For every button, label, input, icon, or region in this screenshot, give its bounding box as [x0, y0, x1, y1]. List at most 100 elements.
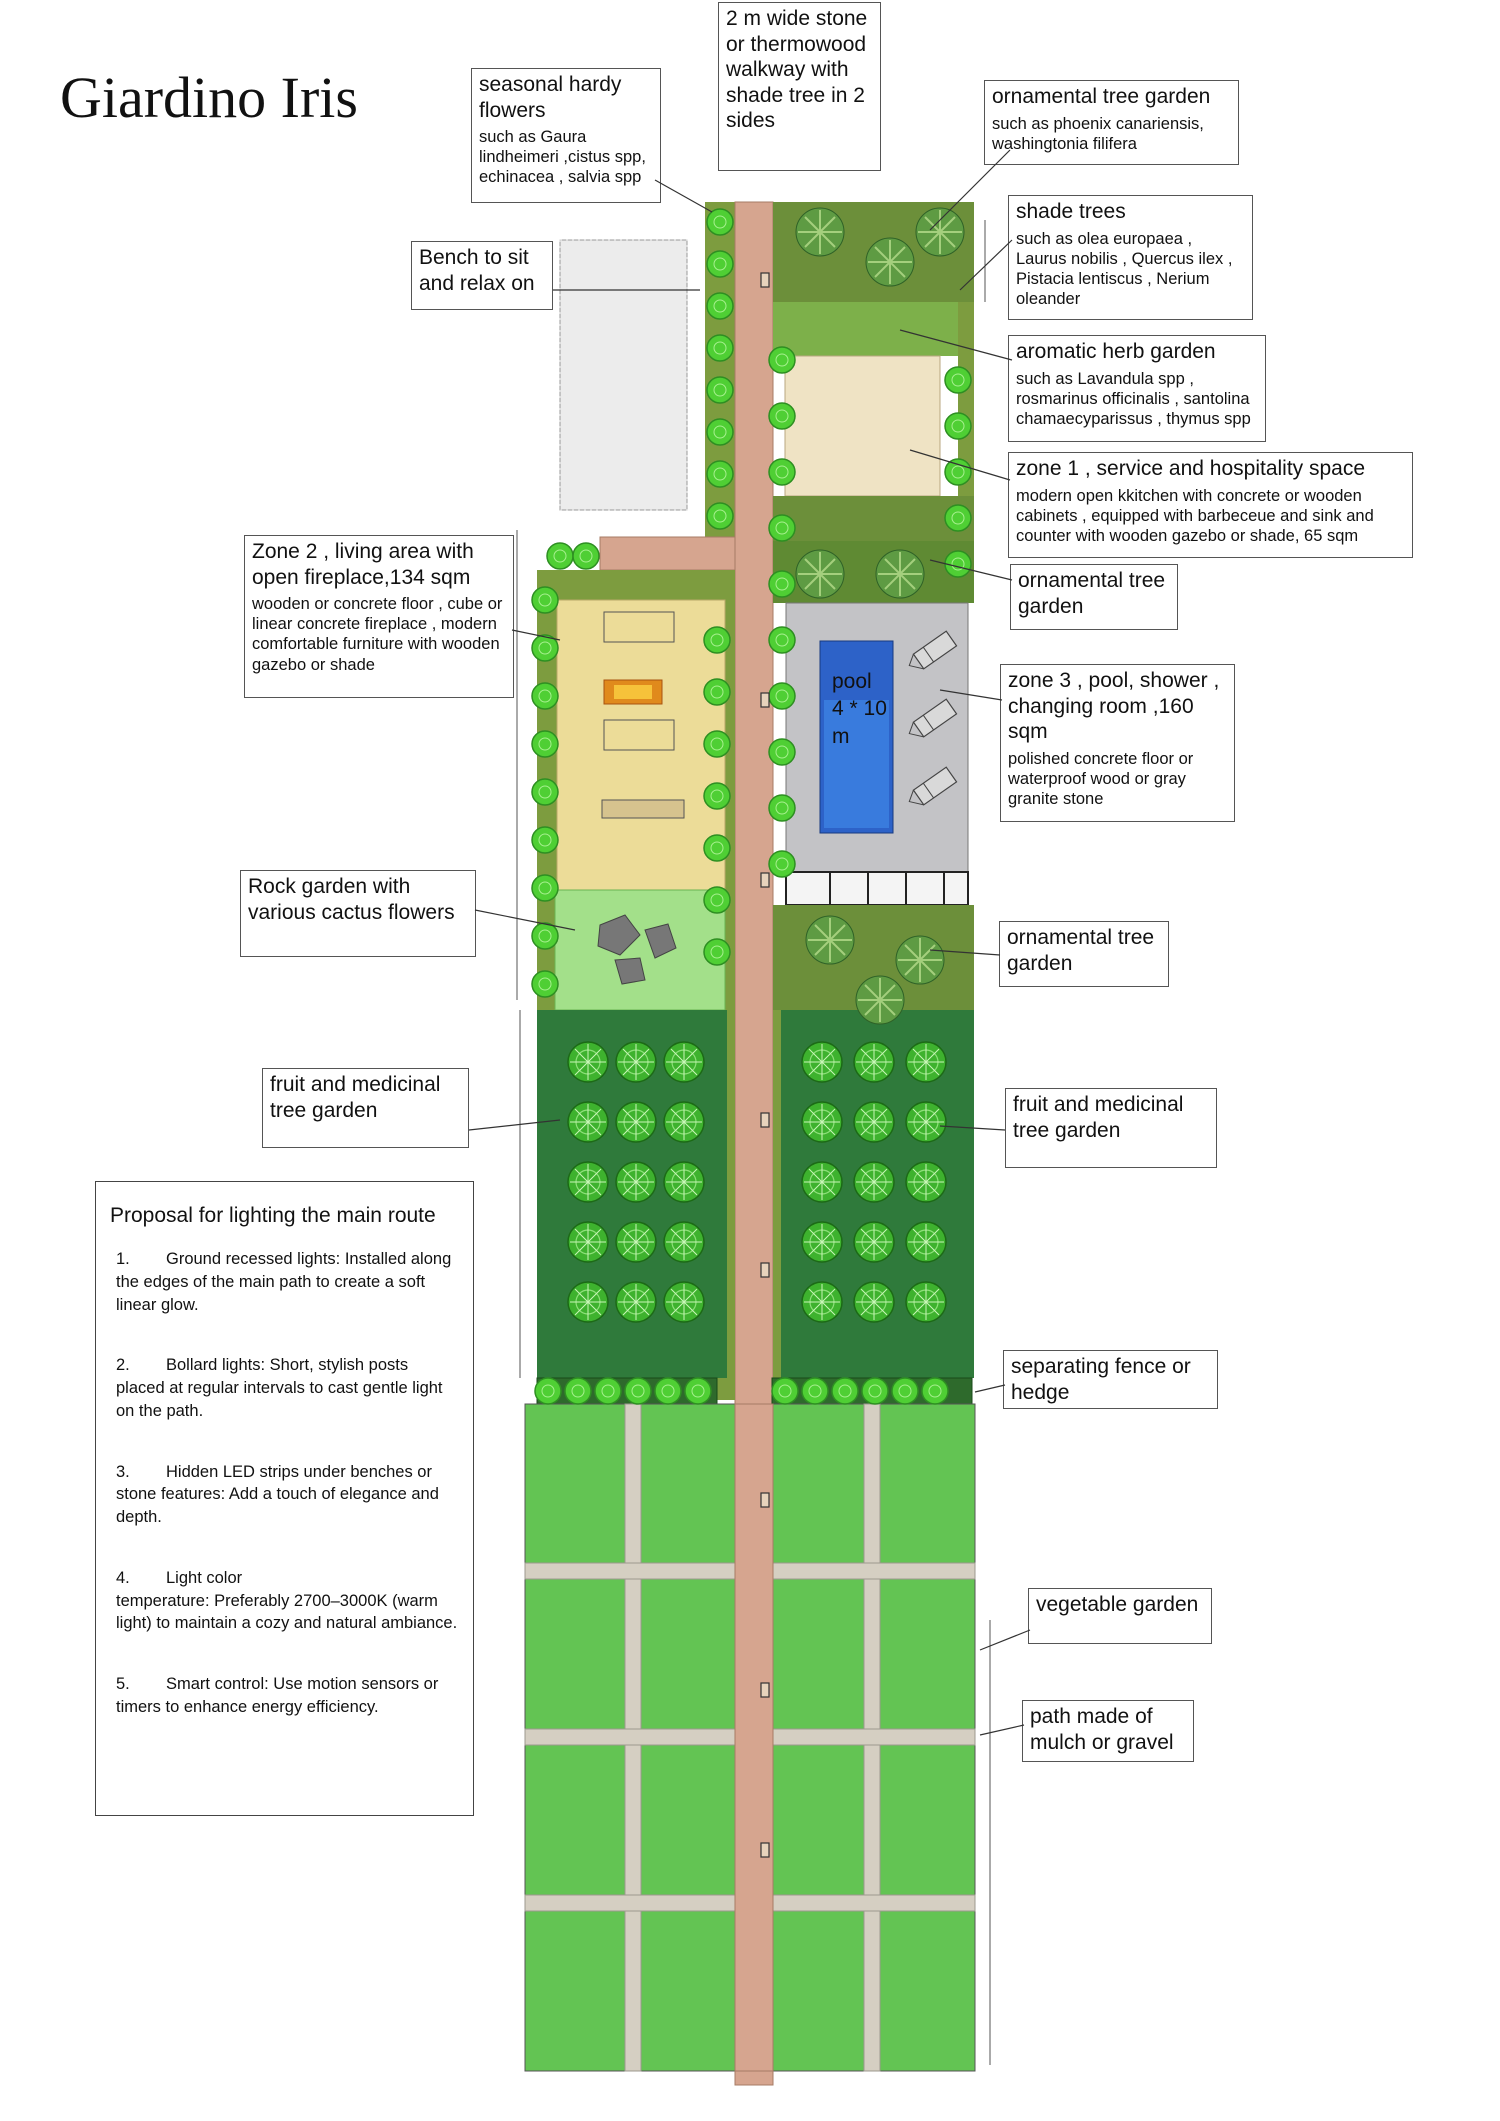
tree-canopy-icon [944, 412, 972, 440]
bench-icon [760, 1112, 770, 1128]
label-vegetable-title: vegetable garden [1036, 1593, 1199, 1616]
tree-canopy-icon [531, 970, 559, 998]
tree-canopy-icon [572, 542, 600, 570]
label-fruit-left: fruit and medicinal tree garden [262, 1068, 469, 1148]
tree-canopy-icon [703, 730, 731, 758]
tree-canopy-icon [853, 1041, 895, 1083]
tree-canopy-icon [684, 1377, 712, 1405]
tree-canopy-icon [921, 1377, 949, 1405]
label-bench: Bench to sit and relax on [411, 241, 553, 310]
tree-canopy-icon [706, 250, 734, 278]
tree-canopy-icon [663, 1101, 705, 1143]
tree-canopy-icon [703, 678, 731, 706]
tree-canopy-icon [703, 834, 731, 862]
tree-canopy-icon [703, 626, 731, 654]
proposal-item: 1.Ground recessed lights: Installed alon… [116, 1248, 459, 1316]
tree-canopy-icon [944, 366, 972, 394]
orchard-right-strip [773, 1010, 781, 1400]
changing-room [785, 871, 969, 906]
tree-canopy-icon [771, 1377, 799, 1405]
tree-canopy-icon [567, 1161, 609, 1203]
tree-canopy-icon [615, 1221, 657, 1263]
label-fence-title: separating fence or hedge [1011, 1355, 1191, 1404]
label-seasonal-detail: such as Gaura lindheimeri ,cistus spp, e… [479, 128, 646, 187]
tree-canopy-icon [861, 1377, 889, 1405]
pool-shine [824, 700, 889, 828]
tree-canopy-icon [567, 1101, 609, 1143]
tree-canopy-icon [615, 1101, 657, 1143]
tree-canopy-icon [564, 1377, 592, 1405]
tree-canopy-icon [663, 1161, 705, 1203]
rock-icon [644, 923, 677, 959]
tree-canopy-icon [831, 1377, 859, 1405]
zone2-floor[interactable] [556, 599, 726, 891]
tree-canopy-icon [801, 1377, 829, 1405]
fireplace-flame [614, 685, 652, 699]
tree-canopy-icon [703, 782, 731, 810]
tree-canopy-icon [905, 1221, 947, 1263]
tree-canopy-icon [615, 1161, 657, 1203]
proposal-item-number: 1. [116, 1250, 130, 1268]
label-herb: aromatic herb garden such as Lavandula s… [1008, 335, 1266, 442]
tree-canopy-icon [895, 935, 945, 985]
tree-canopy-icon [801, 1161, 843, 1203]
tree-canopy-icon [594, 1377, 622, 1405]
tree-canopy-icon [706, 208, 734, 236]
label-herb-detail: such as Lavandula spp , rosmarinus offic… [1016, 369, 1251, 428]
tree-canopy-icon [531, 874, 559, 902]
zone1-hedge [773, 496, 974, 541]
tree-canopy-icon [853, 1161, 895, 1203]
tree-canopy-icon [944, 550, 972, 578]
tree-canopy-icon [663, 1221, 705, 1263]
tree-canopy-icon [801, 1221, 843, 1263]
proposal-item: 5.Smart control: Use motion sensors or t… [116, 1673, 459, 1719]
tree-canopy-icon [795, 207, 845, 257]
bench-icon [760, 872, 770, 888]
label-zone3-title: zone 3 , pool, shower , changing room ,1… [1008, 669, 1220, 744]
tree-canopy-icon [944, 504, 972, 532]
label-shade-detail: such as olea europaea , Laurus nobilis ,… [1016, 229, 1233, 308]
tree-canopy-icon [853, 1221, 895, 1263]
bench-icon [760, 692, 770, 708]
label-seasonal: seasonal hardy flowers such as Gaura lin… [471, 68, 661, 203]
label-ornamental-low-title: ornamental tree garden [1007, 926, 1155, 975]
label-vegetable: vegetable garden [1028, 1588, 1212, 1644]
proposal-item-text: Bollard lights: Short, stylish posts pla… [116, 1356, 443, 1420]
tree-canopy-icon [706, 292, 734, 320]
proposal-item: 2.Bollard lights: Short, stylish posts p… [116, 1354, 459, 1422]
proposal-item-text: Smart control: Use motion sensors or tim… [116, 1675, 439, 1716]
tree-canopy-icon [768, 402, 796, 430]
label-ornamental-top-title: ornamental tree garden [992, 85, 1211, 108]
rock-icon [597, 914, 641, 956]
tree-canopy-icon [905, 1161, 947, 1203]
label-walkway-title: 2 m wide stone or thermowood walkway wit… [726, 7, 868, 133]
label-ornamental-low: ornamental tree garden [999, 921, 1169, 987]
bench-icon [760, 1492, 770, 1508]
bench-icon [760, 1842, 770, 1858]
tree-canopy-icon [546, 542, 574, 570]
tree-canopy-icon [654, 1377, 682, 1405]
tree-canopy-icon [615, 1281, 657, 1323]
proposal-item: 4.Light color temperature: Preferably 27… [116, 1567, 459, 1635]
page-title: Giardino Iris [60, 65, 358, 130]
tree-canopy-icon [905, 1101, 947, 1143]
bench-icon [760, 1682, 770, 1698]
label-zone2-title: Zone 2 , living area with open fireplace… [252, 540, 474, 589]
tree-canopy-icon [531, 922, 559, 950]
tree-canopy-icon [768, 850, 796, 878]
tree-canopy-icon [795, 549, 845, 599]
proposal-item-number: 3. [116, 1462, 130, 1481]
tree-canopy-icon [531, 586, 559, 614]
lighting-proposal: Proposal for lighting the main route 1.G… [95, 1181, 474, 1816]
rock-garden[interactable] [554, 889, 726, 1011]
tree-canopy-icon [768, 738, 796, 766]
tree-canopy-icon [706, 460, 734, 488]
label-walkway: 2 m wide stone or thermowood walkway wit… [718, 2, 881, 171]
label-shade-title: shade trees [1016, 200, 1126, 223]
tree-canopy-icon [891, 1377, 919, 1405]
tree-canopy-icon [703, 886, 731, 914]
tree-canopy-icon [531, 730, 559, 758]
label-herb-title: aromatic herb garden [1016, 340, 1216, 363]
tree-canopy-icon [624, 1377, 652, 1405]
